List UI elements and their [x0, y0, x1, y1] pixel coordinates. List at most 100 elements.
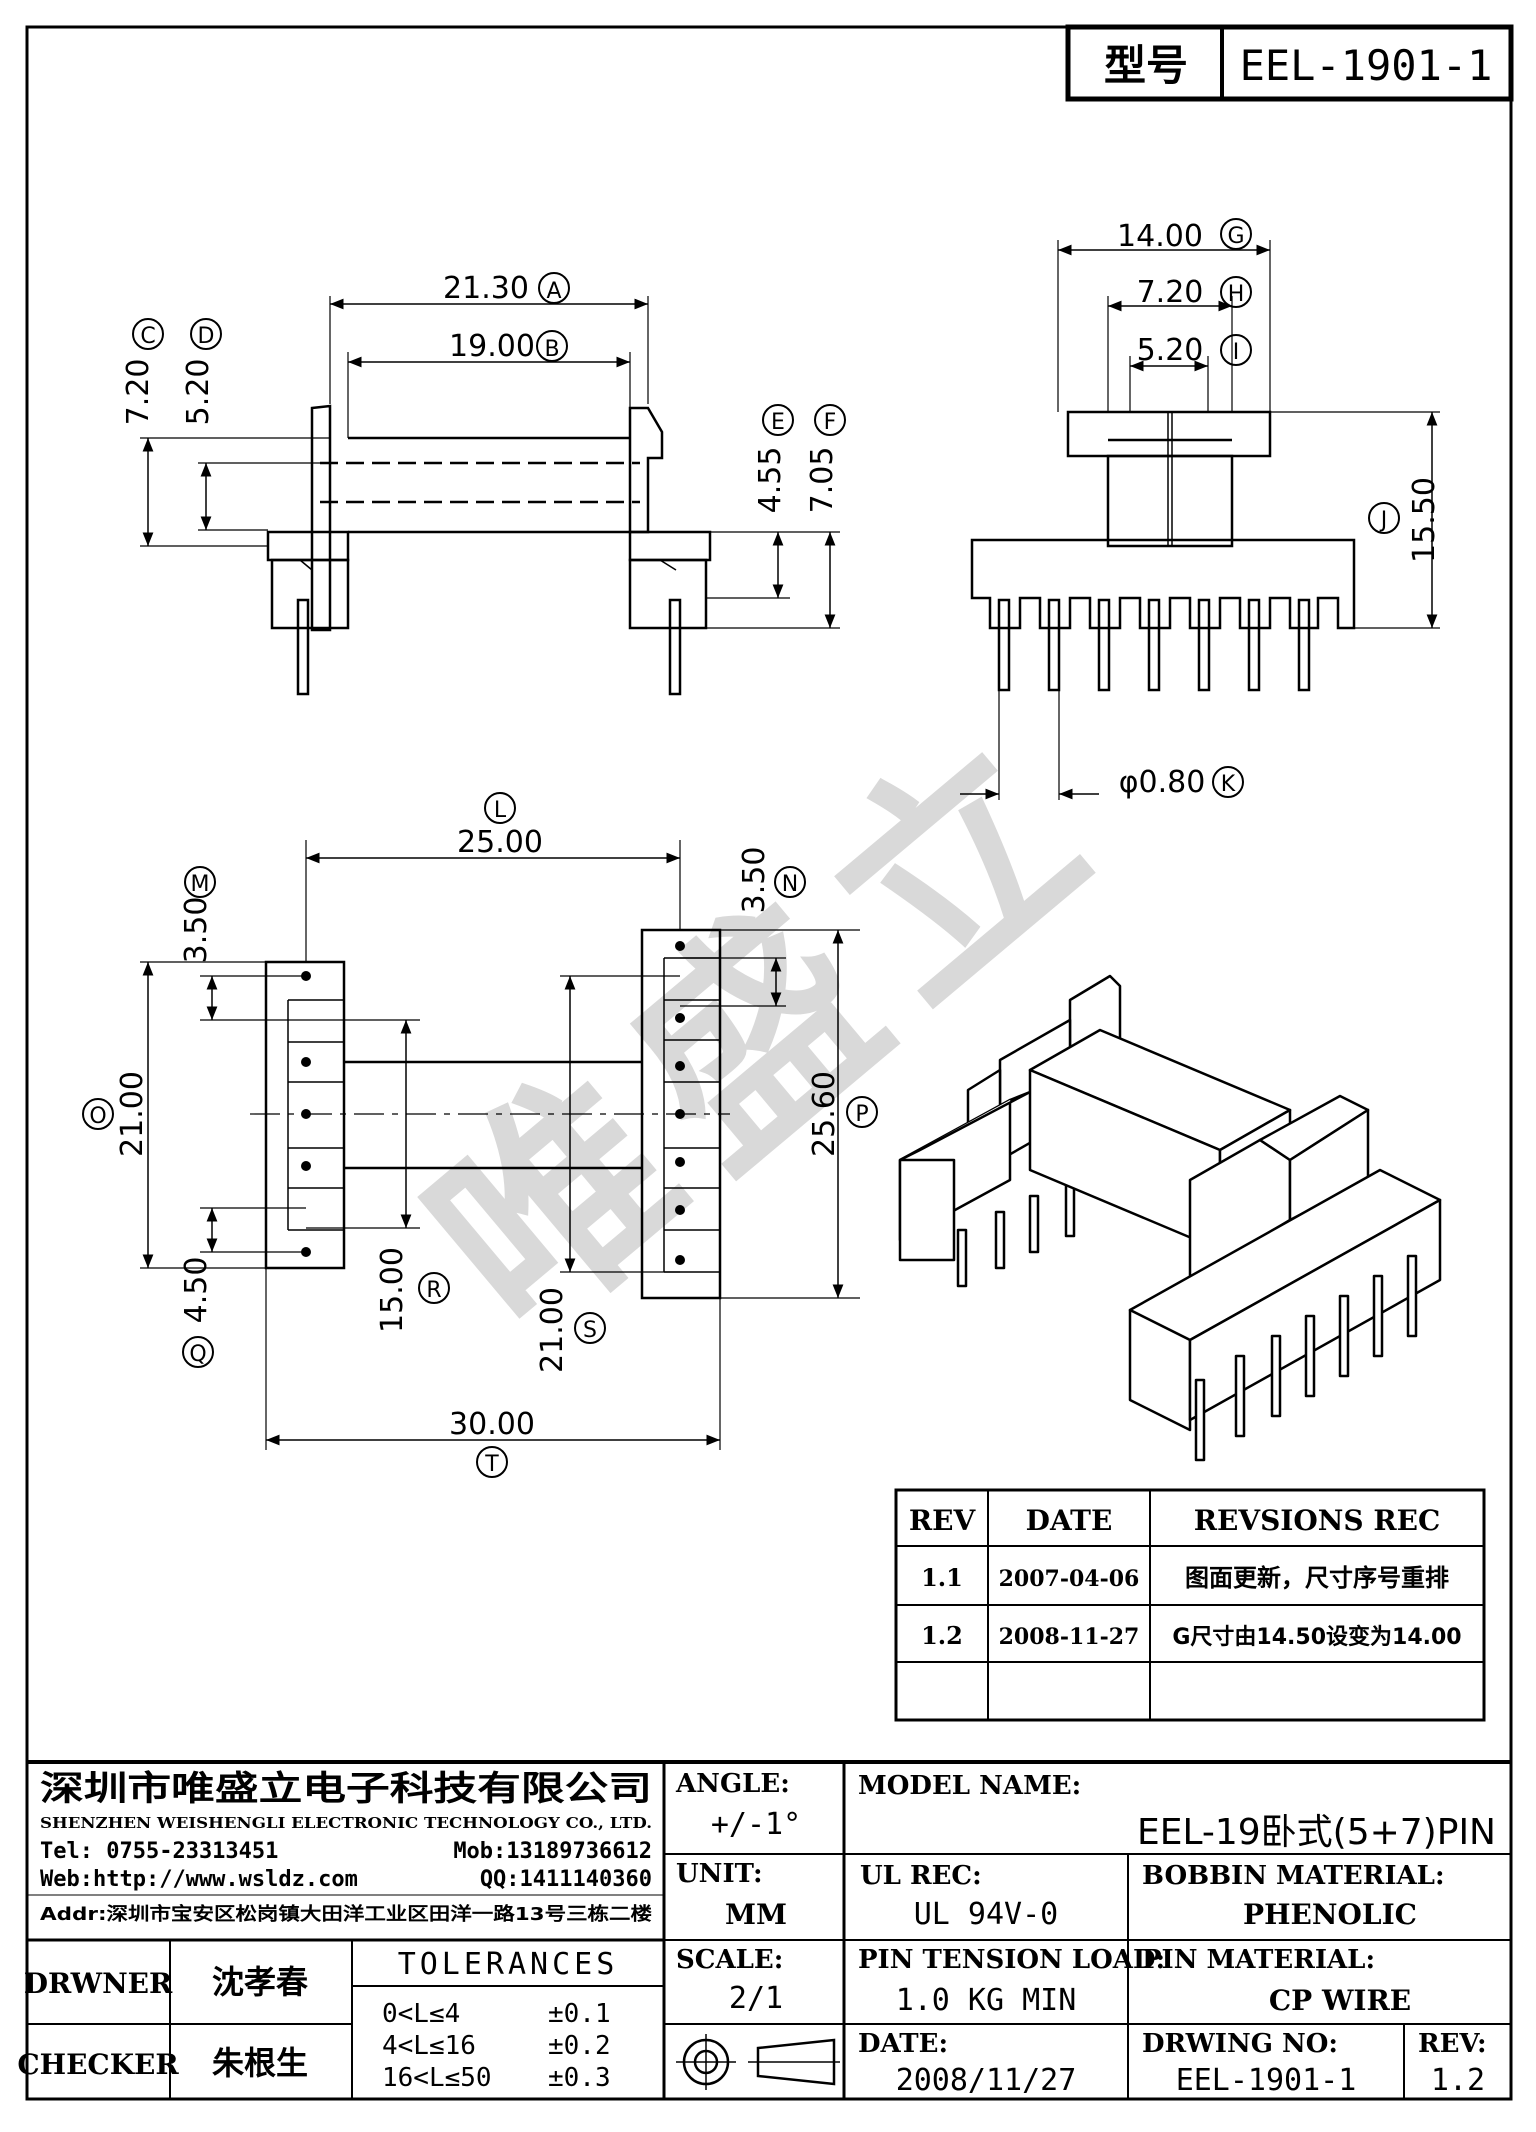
company-web: Web:http://www.wsldz.com [40, 1867, 358, 1892]
rev-label: REV: [1418, 2029, 1487, 2059]
svg-text:A: A [546, 279, 561, 304]
svg-text:唯盛立: 唯盛立 [384, 676, 1153, 1382]
frame-border [25, 25, 1513, 2101]
svg-text:I: I [1233, 340, 1240, 365]
header-model-number: EEL-1901-1 [1240, 41, 1493, 90]
scale-label: SCALE: [676, 1945, 783, 1975]
tolerance-value-2: ±0.2 [548, 2031, 611, 2061]
svg-text:K: K [1221, 772, 1236, 797]
unit-label: UNIT: [676, 1859, 763, 1889]
angle-label: ANGLE: [675, 1769, 790, 1799]
angle-value: +/-1° [711, 1807, 801, 1842]
tolerance-value-1: ±0.1 [548, 1999, 611, 2029]
scale-value: 2/1 [729, 1981, 783, 2016]
tolerance-range-2: 4<L≤16 [382, 2031, 476, 2061]
svg-text:M: M [191, 872, 210, 897]
svg-text:3.50: 3.50 [179, 897, 214, 964]
dim-j: J 15.50 [1368, 477, 1442, 563]
revision-table: REV DATE REVSIONS REC 1.1 2007-04-06 图面更… [894, 1488, 1486, 1722]
svg-text:R: R [426, 1278, 441, 1303]
tolerance-value-3: ±0.3 [548, 2063, 611, 2093]
svg-text:T: T [484, 1452, 499, 1477]
svg-text:15.00: 15.00 [375, 1247, 410, 1333]
header-type-label: 型号 [1104, 41, 1188, 90]
date-label: DATE: [858, 2029, 948, 2059]
company-name-cn: 深圳市唯盛立电子科技有限公司 [40, 1769, 652, 1809]
svg-text:19.00: 19.00 [449, 329, 535, 364]
svg-text:D: D [198, 324, 215, 349]
header-box: 型号 EEL-1901-1 [1065, 24, 1514, 102]
company-addr: Addr:深圳市宝安区松岗镇大田洋工业区田洋一路13号三栋二楼 [40, 1903, 652, 1925]
svg-text:14.00: 14.00 [1117, 219, 1203, 254]
svg-text:F: F [824, 410, 837, 435]
bobbin-material-label: BOBBIN MATERIAL: [1142, 1861, 1445, 1891]
dimension-labels: 21.30 A 19.00 B C 7.20 D 5.20 E 4.55 [82, 218, 1442, 1478]
dim-n: N 3.50 [737, 847, 806, 914]
dim-i: 5.20 I [1137, 333, 1252, 368]
pin-tension-label: PIN TENSION LOAD: [858, 1945, 1165, 1975]
pin-material-label: PIN MATERIAL: [1142, 1945, 1375, 1975]
svg-text:B: B [544, 337, 559, 362]
dim-g: 14.00 G [1117, 218, 1252, 254]
svg-text:21.00: 21.00 [535, 1287, 570, 1373]
svg-text:E: E [771, 410, 785, 435]
svg-text:7.05: 7.05 [805, 447, 840, 514]
svg-text:G: G [1227, 224, 1244, 249]
rev-row1-rec: 图面更新，尺寸序号重排 [1185, 1564, 1449, 1592]
svg-text:S: S [583, 1318, 597, 1343]
bottom-view [140, 840, 860, 1450]
date-value: 2008/11/27 [896, 2063, 1077, 2098]
svg-text:15.50: 15.50 [1407, 477, 1442, 563]
pin-material-value: CP WIRE [1269, 1984, 1411, 2017]
dim-b: 19.00 B [449, 329, 568, 364]
drawer-name: 沈孝春 [212, 1963, 308, 2001]
model-name-value: EEL-19卧式(5+7)PIN [1137, 1812, 1496, 1853]
dim-m: M 3.50 [179, 866, 216, 964]
projection-symbol-icon [676, 2034, 840, 2090]
svg-text:3.50: 3.50 [737, 847, 772, 914]
svg-text:Q: Q [189, 1342, 206, 1367]
rev-header-rec: REVSIONS REC [1194, 1504, 1441, 1537]
svg-text:25.00: 25.00 [457, 825, 543, 860]
tolerances-label: TOLERANCES [398, 1947, 619, 1982]
svg-text:C: C [140, 324, 155, 349]
ul-rec-label: UL REC: [860, 1861, 982, 1891]
model-name-label: MODEL NAME: [858, 1771, 1081, 1801]
svg-text:φ0.80: φ0.80 [1119, 765, 1206, 800]
rev-value: 1.2 [1431, 2063, 1485, 2098]
company-tel: Tel: 0755-23313451 [40, 1839, 278, 1864]
svg-text:7.20: 7.20 [121, 359, 156, 426]
svg-text:5.20: 5.20 [181, 359, 216, 426]
dim-k: φ0.80 K [1119, 765, 1244, 800]
watermark: 唯盛立 [384, 676, 1153, 1382]
tolerance-range-3: 16<L≤50 [382, 2063, 492, 2093]
unit-value: MM [725, 1898, 787, 1931]
svg-text:O: O [89, 1104, 106, 1129]
ul-rec-value: UL 94V-0 [914, 1897, 1059, 1932]
svg-text:30.00: 30.00 [449, 1407, 535, 1442]
svg-text:7.20: 7.20 [1137, 275, 1204, 310]
svg-text:21.00: 21.00 [115, 1071, 150, 1157]
rev-row2-rec: G尺寸由14.50设变为14.00 [1172, 1624, 1461, 1650]
svg-text:25.60: 25.60 [807, 1071, 842, 1157]
dim-d: D 5.20 [181, 318, 222, 426]
dim-e: E 4.55 [753, 404, 794, 513]
dim-s: 21.00 S [535, 1287, 606, 1373]
dim-a: 21.30 A [443, 271, 570, 306]
bobbin-material-value: PHENOLIC [1243, 1898, 1417, 1931]
rev-row1-rev: 1.1 [921, 1563, 963, 1592]
dim-p: P 25.60 [807, 1071, 878, 1157]
side-view [140, 296, 840, 696]
isometric-view [898, 974, 1442, 1462]
drawing-no-label: DRWING NO: [1142, 2029, 1338, 2059]
svg-text:21.30: 21.30 [443, 271, 529, 306]
company-qq: QQ:1411140360 [480, 1867, 652, 1892]
dim-o: O 21.00 [82, 1071, 150, 1157]
rev-row2-date: 2008-11-27 [999, 1624, 1140, 1650]
svg-text:N: N [782, 872, 798, 897]
dim-c: C 7.20 [121, 318, 164, 426]
end-view [960, 240, 1440, 800]
title-block: 深圳市唯盛立电子科技有限公司 SHENZHEN WEISHENGLI ELECT… [17, 1760, 1511, 2099]
rev-header-date: DATE [1026, 1504, 1113, 1537]
